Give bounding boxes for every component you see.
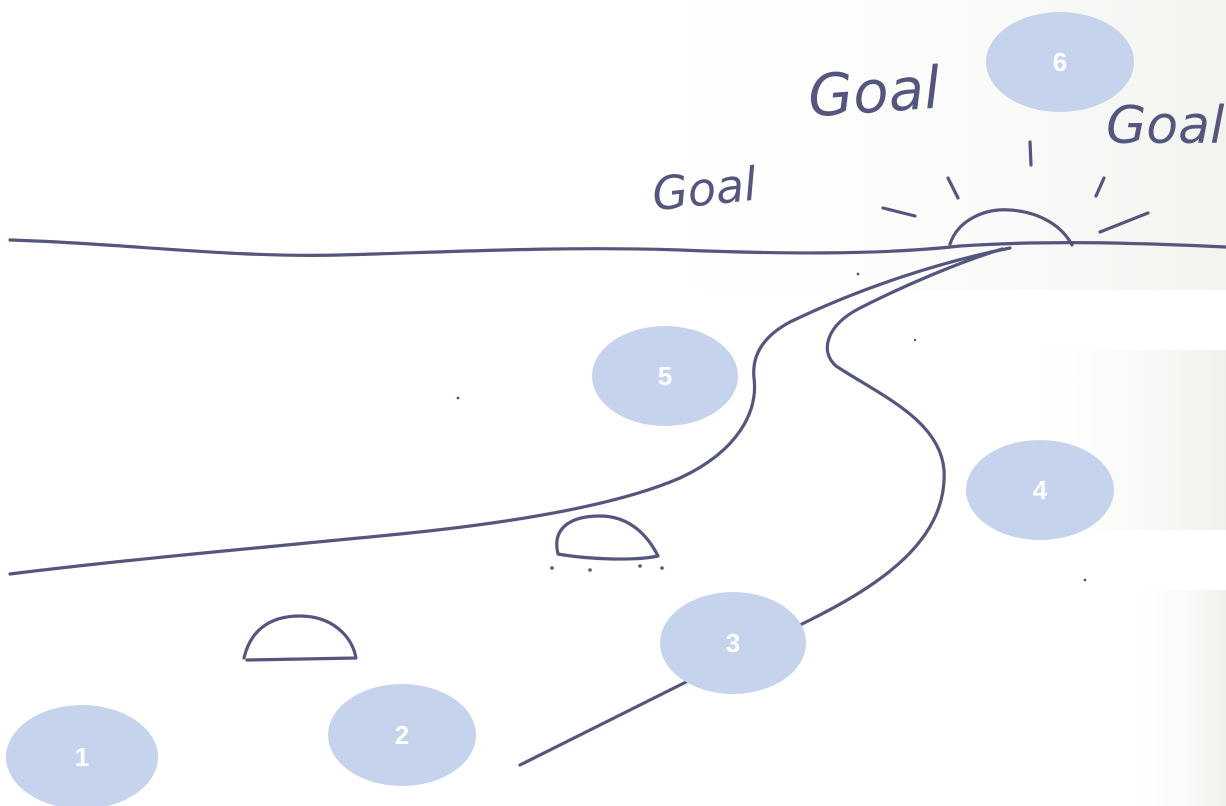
goal-label-left: Goal	[649, 157, 759, 222]
pebble-dot	[457, 397, 460, 400]
sun-ray	[1030, 142, 1031, 165]
pebble-dot	[660, 566, 664, 570]
step-marker-3: 3	[660, 592, 806, 694]
road-left-edge	[10, 248, 1010, 574]
step-marker-1: 1	[6, 705, 158, 806]
step-marker-4: 4	[966, 440, 1114, 540]
step-marker-5: 5	[592, 326, 738, 426]
step-marker-2: 2	[328, 684, 476, 786]
pebble-dot	[914, 339, 916, 341]
goal-label-center: Goal	[806, 53, 943, 130]
rock-near	[244, 616, 356, 660]
goal-label-right: Goal	[1106, 96, 1224, 156]
rock-far	[557, 516, 658, 559]
pebble-dot	[550, 566, 554, 570]
pebble-dot	[588, 568, 592, 572]
step-marker-6: 6	[986, 12, 1134, 112]
paper-shade-bottom	[1120, 590, 1226, 806]
pebble-dot	[638, 564, 642, 568]
pebble-dot	[857, 273, 860, 276]
pebble-dot	[1084, 579, 1087, 582]
